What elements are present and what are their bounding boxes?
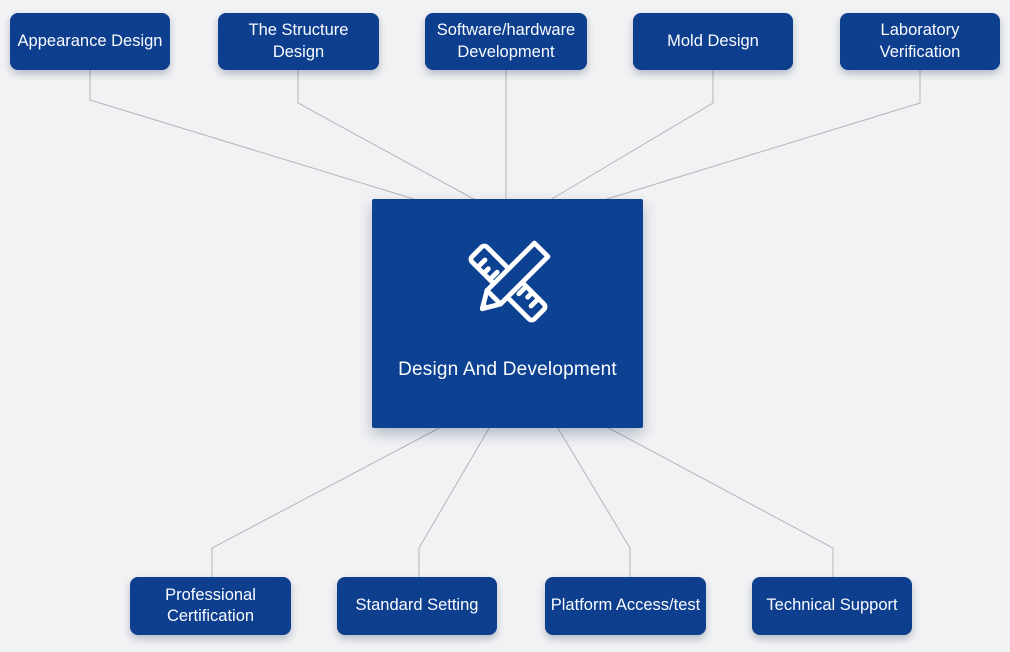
- node-label: Laboratory Verification: [879, 21, 961, 61]
- node-technical-support: Technical Support: [752, 577, 912, 635]
- node-laboratory-verification: Laboratory Verification: [840, 13, 1000, 70]
- connector-bottom-professional: [211, 424, 446, 578]
- connector-bottom-platform: [555, 424, 631, 578]
- node-professional-certification: Professional Certification: [130, 577, 291, 635]
- node-design-and-development: Design And Development: [372, 199, 643, 428]
- node-standard-setting: Standard Setting: [337, 577, 497, 635]
- node-mold-design: Mold Design: [633, 13, 793, 70]
- pencil-ruler-cross-icon: [462, 237, 554, 329]
- center-node-label: Design And Development: [398, 359, 617, 380]
- connector-bottom-standard: [418, 424, 492, 578]
- connector-top-appearance: [89, 70, 428, 204]
- node-label: Appearance Design: [17, 31, 163, 50]
- node-label: Mold Design: [667, 31, 759, 50]
- node-platform-access-test: Platform Access/test: [545, 577, 706, 635]
- node-appearance-design: Appearance Design: [10, 13, 170, 70]
- connector-top-mold: [544, 69, 714, 204]
- node-label: Platform Access/test: [550, 596, 701, 615]
- node-structure-design: The Structure Design: [218, 13, 379, 70]
- connector-bottom-technical: [602, 424, 834, 578]
- node-software-hardware-development: Software/hardware Development: [425, 13, 587, 70]
- node-label: Standard Setting: [355, 596, 479, 615]
- node-label: The Structure Design: [248, 21, 349, 61]
- node-label: Technical Support: [766, 596, 898, 615]
- node-label: Professional Certification: [165, 585, 256, 625]
- connector-top-structure: [297, 70, 482, 204]
- node-label: Software/hardware Development: [436, 21, 576, 61]
- connector-top-laboratory: [593, 69, 921, 204]
